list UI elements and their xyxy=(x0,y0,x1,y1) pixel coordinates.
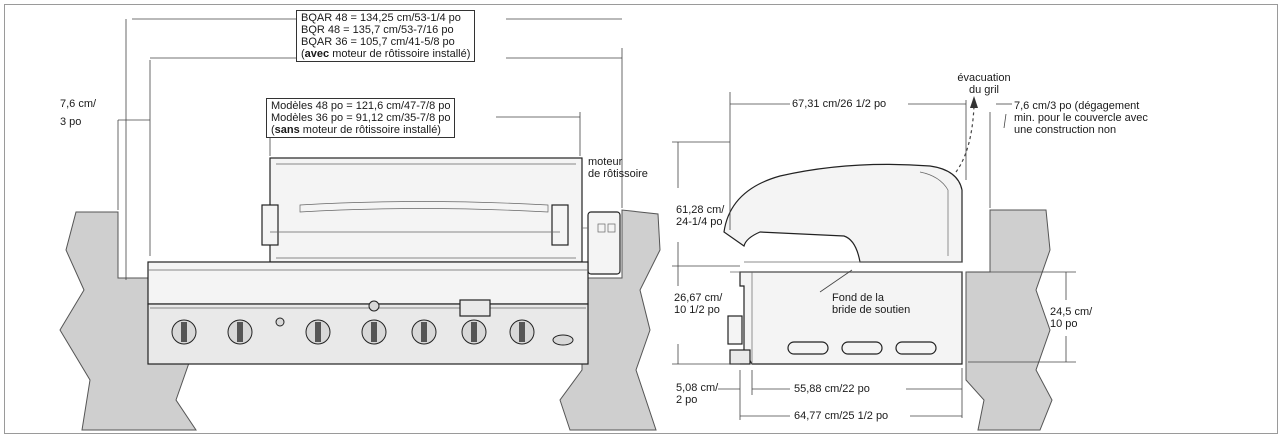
side-countertop xyxy=(965,209,1053,431)
side-gap-line-1: 7,6 cm/ xyxy=(60,98,97,110)
rotisserie-line-1: moteur xyxy=(588,156,623,168)
height-total-line-2: 24-1/4 po xyxy=(676,216,723,228)
models-line-2: Modèles 36 po = 91,12 cm/35-7/8 po xyxy=(271,112,451,124)
right-countertop xyxy=(559,209,661,431)
side-gap-label: 7,6 cm/ 3 po xyxy=(60,98,96,128)
grill-lid xyxy=(269,157,583,263)
flange-line-1: Fond de la xyxy=(832,292,884,304)
bqar-line-4-rest: moteur de rôtissoire installé) xyxy=(329,48,471,60)
height-base-label: 26,67 cm/ 10 1/2 po xyxy=(674,292,722,316)
flange-label: Fond de la bride de soutien xyxy=(832,292,910,316)
cutout-height-line-1: 24,5 cm/ xyxy=(1050,306,1093,318)
height-base-line-2: 10 1/2 po xyxy=(674,304,720,316)
bqar-line-4: (avec moteur de rôtissoire installé) xyxy=(301,48,471,60)
cutout-height-line-2: 10 po xyxy=(1050,318,1078,330)
models-line-3-bold: sans xyxy=(274,124,300,136)
models-line-3: (sans moteur de rôtissoire installé) xyxy=(271,124,441,136)
side-gap-line-2: 3 po xyxy=(60,116,82,128)
rotisserie-motor xyxy=(587,211,621,275)
depth-top-label: 67,31 cm/26 1/2 po xyxy=(792,98,887,110)
diagram-frame xyxy=(4,4,1278,434)
left-countertop xyxy=(59,211,197,431)
exhaust-line-2: du gril xyxy=(969,84,999,96)
models-line-3-rest: moteur de rôtissoire installé) xyxy=(299,124,441,136)
grill-body xyxy=(147,261,589,305)
exhaust-label: évacuation du gril xyxy=(952,72,1016,96)
depth-full-label: 64,77 cm/25 1/2 po xyxy=(794,410,889,422)
rotisserie-line-2: de rôtissoire xyxy=(588,168,648,180)
clearance-line-1: 7,6 cm/3 po (dégagement xyxy=(1014,100,1140,112)
bqar-line-3: BQAR 36 = 105,7 cm/41-5/8 po xyxy=(301,36,455,48)
height-total-line-1: 61,28 cm/ xyxy=(676,204,725,216)
bottom-gap-line-1: 5,08 cm/ xyxy=(676,382,719,394)
bottom-gap-line-2: 2 po xyxy=(676,394,698,406)
clearance-line-2: min. pour le couvercle avec xyxy=(1014,112,1148,124)
models-line-1: Modèles 48 po = 121,6 cm/47-7/8 po xyxy=(271,100,451,112)
bottom-gap-label: 5,08 cm/ 2 po xyxy=(676,382,718,406)
bqar-dimension-box: BQAR 48 = 134,25 cm/53-1/4 po BQR 48 = 1… xyxy=(296,10,476,62)
height-total-label: 61,28 cm/ 24-1/4 po xyxy=(676,204,724,228)
flange-line-2: bride de soutien xyxy=(832,304,911,316)
clearance-label: 7,6 cm/3 po (dégagement min. pour le cou… xyxy=(1014,100,1148,136)
clearance-line-3: une construction non xyxy=(1014,124,1117,136)
side-lid xyxy=(723,163,963,263)
rotisserie-label: moteur de rôtissoire xyxy=(588,156,648,180)
bqar-line-4-bold: avec xyxy=(304,48,330,60)
height-base-line-1: 26,67 cm/ xyxy=(674,292,723,304)
models-dimension-box: Modèles 48 po = 121,6 cm/47-7/8 po Modèl… xyxy=(266,98,456,138)
bqar-line-2: BQR 48 = 135,7 cm/53-7/16 po xyxy=(301,24,454,36)
cutout-height-label: 24,5 cm/ 10 po xyxy=(1050,306,1092,330)
depth-base-label: 55,88 cm/22 po xyxy=(794,383,870,395)
control-knobs xyxy=(171,299,574,346)
exhaust-line-1: évacuation xyxy=(957,72,1011,84)
bqar-line-1: BQAR 48 = 134,25 cm/53-1/4 po xyxy=(301,12,461,24)
